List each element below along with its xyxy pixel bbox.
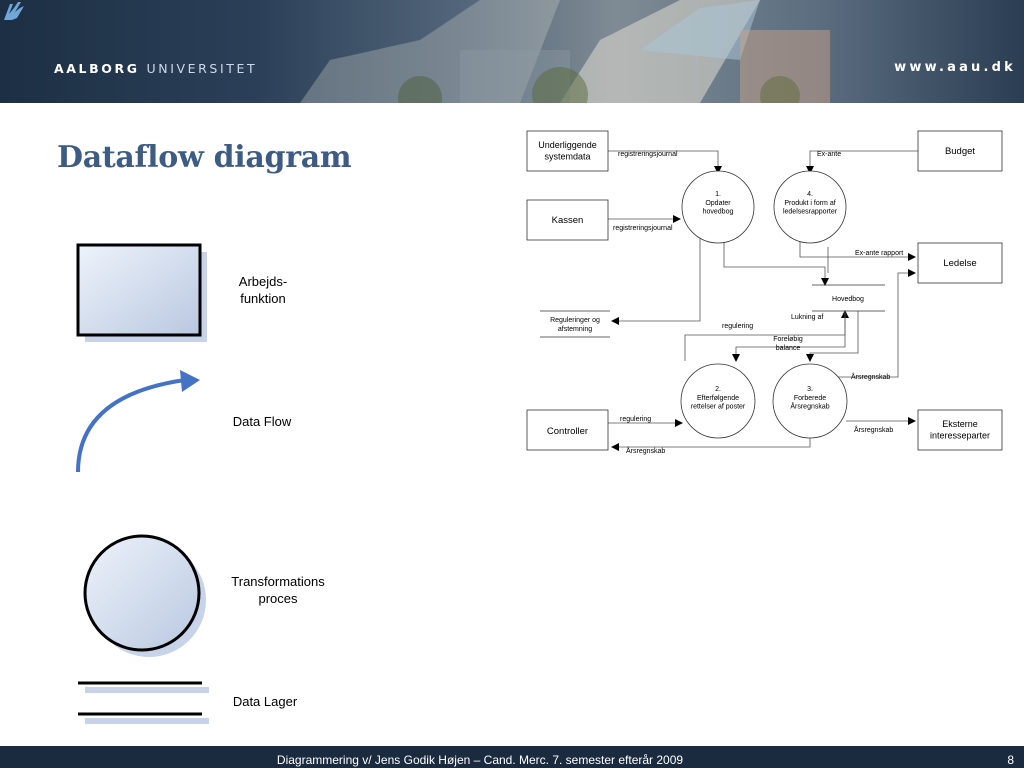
page-title: Dataflow diagram [57,140,352,175]
page-number: 8 [1007,753,1014,767]
process-legend-label: Transformations proces [231,574,325,606]
flow-label-regulering1: regulering [722,323,753,330]
legend-symbols [76,243,209,724]
store-hovedbog: Hovedbog [812,284,885,312]
store-legend-label: Data Lager [232,694,298,709]
flow-arrow-icon [76,370,200,473]
flow-label-reg1: registreringsjournal [618,151,678,158]
footer-text: Diagrammering v/ Jens Godik Højen – Cand… [276,753,684,767]
entity-kassen: Kassen [526,199,609,241]
flow-label-regulering2: regulering [620,416,651,423]
brand-wordmark: AALBORG UNIVERSITET [54,61,257,76]
entity-budget-label: Budget [945,146,975,157]
footer-bar: Diagrammering v/ Jens Godik Højen – Cand… [0,746,1024,768]
flow-label-exante: Ex-ante [817,151,841,158]
process-symbol-icon [83,534,206,657]
campus-photo [300,0,830,103]
store-hovedbog-label: Hovedbog [832,296,864,303]
entity-kassen-label: Kassen [552,215,584,226]
entity-legend-label: Arbejds- funktion [238,274,288,306]
entity-controller: Controller [526,409,609,451]
flow-label-reg2: registreringsjournal [613,225,673,232]
entity-controller-label: Controller [547,426,588,437]
header-banner: AALBORG UNIVERSITET www.aau.dk [0,0,1024,103]
brand-bold: AALBORG [54,61,140,76]
store-symbol-icon [78,681,209,724]
flow-label-exante-rapport: Ex-ante rapport [855,250,903,257]
flow-label-aars2: Årsregnskab [854,425,893,434]
entity-symbol-icon [76,243,207,342]
flow-label-lukning: Lukning af [791,314,823,321]
website-link[interactable]: www.aau.dk [894,60,1016,75]
entity-ledelse: Ledelse [917,242,1003,284]
flow-label-aars1: Årsregnskab [851,372,890,381]
flow-legend-label: Data Flow [232,414,292,429]
entity-budget: Budget [917,130,1003,172]
aau-logo-icon [4,2,24,20]
entity-ledelse-label: Ledelse [943,258,976,269]
flow-label-aars3: Årsregnskab [626,446,665,455]
brand-light: UNIVERSITET [146,61,258,76]
